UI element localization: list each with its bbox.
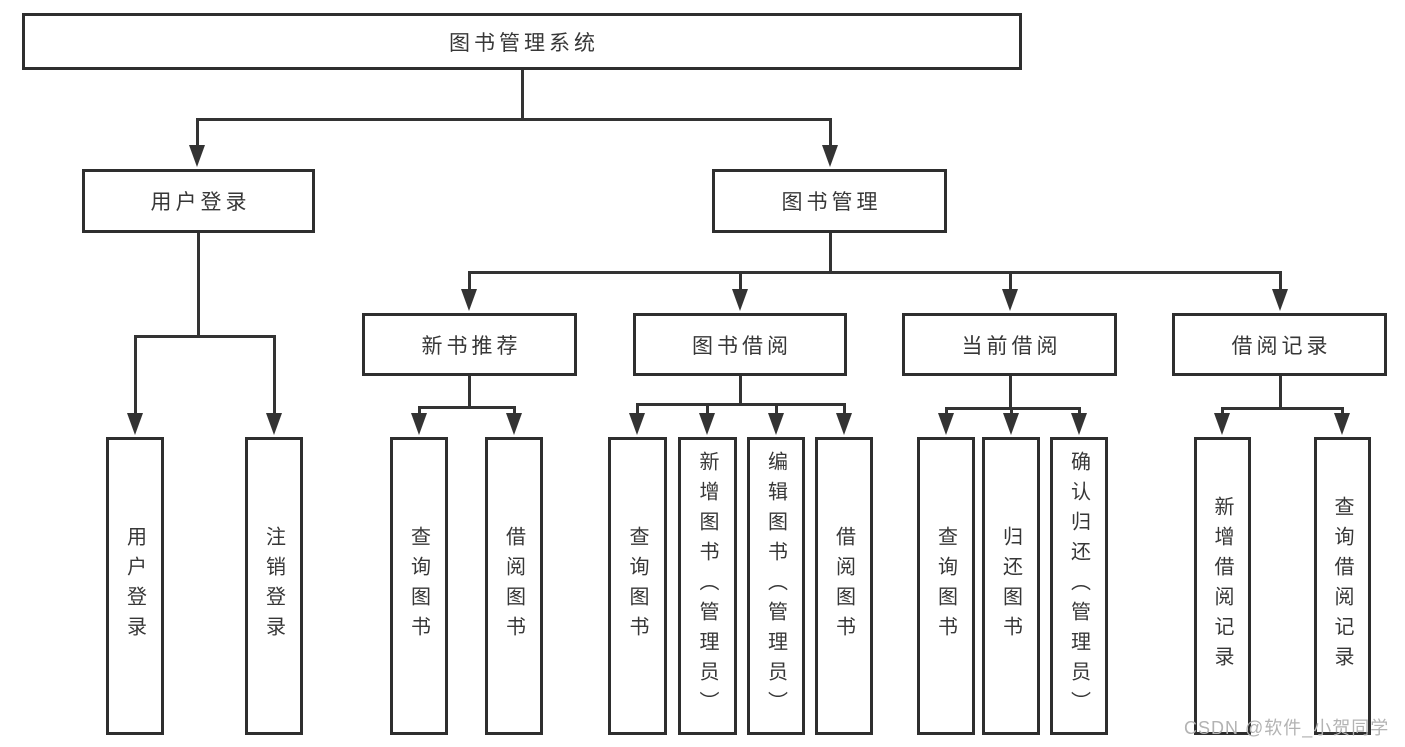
node-label-current-borrow: 当前借阅 xyxy=(961,334,1062,358)
node-label-root: 图书管理系统 xyxy=(449,31,599,55)
connector-drop-root-0 xyxy=(195,118,199,149)
connector-rail-book-borrow xyxy=(635,403,846,406)
arrow-down-icon-book-borrow-2 xyxy=(768,413,784,435)
connector-rail-current-borrow xyxy=(944,407,1081,410)
arrow-down-icon-user-login-0 xyxy=(127,413,143,435)
connector-drop-borrow-records-0 xyxy=(1220,407,1224,417)
node-leaf-rec-query: 查询图书 xyxy=(390,437,448,735)
connector-rail-root xyxy=(195,118,832,121)
connector-drop-user-login-1 xyxy=(272,335,276,417)
connector-drop-root-1 xyxy=(828,118,832,149)
connector-drop-book-manage-3 xyxy=(1278,271,1282,293)
node-label-leaf-rec-borrow: 借阅图书 xyxy=(502,526,525,646)
connector-drop-book-borrow-0 xyxy=(635,403,639,417)
connector-stem-root xyxy=(520,70,524,121)
connector-stem-current-borrow xyxy=(1008,376,1012,410)
connector-drop-book-manage-2 xyxy=(1008,271,1012,293)
node-label-leaf-bor-edit: 编辑图书（管理员） xyxy=(764,451,787,721)
connector-rail-new-book-rec xyxy=(417,406,516,409)
node-label-leaf-bor-borrow: 借阅图书 xyxy=(832,526,855,646)
connector-drop-book-borrow-2 xyxy=(774,403,778,417)
arrow-down-icon-book-borrow-1 xyxy=(699,413,715,435)
arrow-down-icon-root-0 xyxy=(189,145,205,167)
connector-rail-book-manage xyxy=(467,271,1282,274)
node-leaf-bor-add: 新增图书（管理员） xyxy=(678,437,737,735)
arrow-down-icon-current-borrow-2 xyxy=(1071,413,1087,435)
node-label-borrow-records: 借阅记录 xyxy=(1231,334,1332,358)
connector-drop-book-manage-0 xyxy=(467,271,471,293)
node-leaf-logout: 注销登录 xyxy=(245,437,303,735)
connector-stem-user-login xyxy=(196,233,200,338)
node-new-book-rec: 新书推荐 xyxy=(362,313,577,376)
node-label-leaf-user-login: 用户登录 xyxy=(123,526,146,646)
node-current-borrow: 当前借阅 xyxy=(902,313,1117,376)
connector-drop-new-book-rec-1 xyxy=(512,406,516,417)
connector-drop-current-borrow-1 xyxy=(1009,407,1013,417)
node-label-leaf-rec-query: 查询图书 xyxy=(407,526,430,646)
node-leaf-bor-edit: 编辑图书（管理员） xyxy=(747,437,805,735)
connector-rail-user-login xyxy=(133,335,276,338)
connector-drop-current-borrow-0 xyxy=(944,407,948,417)
node-label-leaf-record-query: 查询借阅记录 xyxy=(1331,496,1353,676)
connector-drop-user-login-0 xyxy=(133,335,137,417)
connector-stem-borrow-records xyxy=(1278,376,1282,410)
arrow-down-icon-book-borrow-0 xyxy=(629,413,645,435)
connector-stem-new-book-rec xyxy=(467,376,471,409)
connector-drop-current-borrow-2 xyxy=(1077,407,1081,417)
node-user-login: 用户登录 xyxy=(82,169,315,233)
connector-drop-new-book-rec-0 xyxy=(417,406,421,417)
node-leaf-bor-borrow: 借阅图书 xyxy=(815,437,873,735)
node-root: 图书管理系统 xyxy=(22,13,1022,70)
node-label-leaf-bor-query: 查询图书 xyxy=(626,526,648,646)
arrow-down-icon-book-manage-2 xyxy=(1002,289,1018,311)
connector-drop-book-borrow-3 xyxy=(842,403,846,417)
node-label-leaf-cur-confirm: 确认归还（管理员） xyxy=(1067,451,1090,721)
node-label-leaf-record-add: 新增借阅记录 xyxy=(1211,496,1233,676)
node-label-leaf-logout: 注销登录 xyxy=(262,526,285,646)
arrow-down-icon-borrow-records-1 xyxy=(1334,413,1350,435)
node-leaf-record-add: 新增借阅记录 xyxy=(1194,437,1251,735)
node-leaf-bor-query: 查询图书 xyxy=(608,437,667,735)
connector-drop-borrow-records-1 xyxy=(1340,407,1344,417)
node-label-user-login: 用户登录 xyxy=(150,191,251,214)
node-label-book-borrow: 图书借阅 xyxy=(692,334,792,358)
arrow-down-icon-current-borrow-0 xyxy=(938,413,954,435)
node-label-leaf-bor-add: 新增图书（管理员） xyxy=(696,451,718,721)
node-leaf-cur-query: 查询图书 xyxy=(917,437,975,735)
arrow-down-icon-book-manage-0 xyxy=(461,289,477,311)
node-leaf-cur-confirm: 确认归还（管理员） xyxy=(1050,437,1108,735)
node-label-leaf-cur-return: 归还图书 xyxy=(999,526,1022,646)
csdn-watermark: CSDN @软件_小贺同学 xyxy=(1184,718,1390,738)
arrow-down-icon-borrow-records-0 xyxy=(1214,413,1230,435)
node-leaf-record-query: 查询借阅记录 xyxy=(1314,437,1371,735)
arrow-down-icon-current-borrow-1 xyxy=(1003,413,1019,435)
node-label-leaf-cur-query: 查询图书 xyxy=(934,526,957,646)
node-label-new-book-rec: 新书推荐 xyxy=(421,334,522,358)
connector-stem-book-manage xyxy=(828,233,832,274)
arrow-down-icon-book-borrow-3 xyxy=(836,413,852,435)
connector-drop-book-manage-1 xyxy=(738,271,742,293)
arrow-down-icon-new-book-rec-0 xyxy=(411,413,427,435)
node-leaf-cur-return: 归还图书 xyxy=(982,437,1040,735)
arrow-down-icon-user-login-1 xyxy=(266,413,282,435)
arrow-down-icon-root-1 xyxy=(822,145,838,167)
connector-stem-book-borrow xyxy=(738,376,742,406)
node-borrow-records: 借阅记录 xyxy=(1172,313,1387,376)
node-leaf-rec-borrow: 借阅图书 xyxy=(485,437,543,735)
node-label-book-manage: 图书管理 xyxy=(781,191,882,214)
arrow-down-icon-book-manage-1 xyxy=(732,289,748,311)
arrow-down-icon-new-book-rec-1 xyxy=(506,413,522,435)
connector-drop-book-borrow-1 xyxy=(705,403,709,417)
node-book-borrow: 图书借阅 xyxy=(633,313,847,376)
connector-rail-borrow-records xyxy=(1220,407,1344,410)
arrow-down-icon-book-manage-3 xyxy=(1272,289,1288,311)
node-leaf-user-login: 用户登录 xyxy=(106,437,164,735)
node-book-manage: 图书管理 xyxy=(712,169,947,233)
